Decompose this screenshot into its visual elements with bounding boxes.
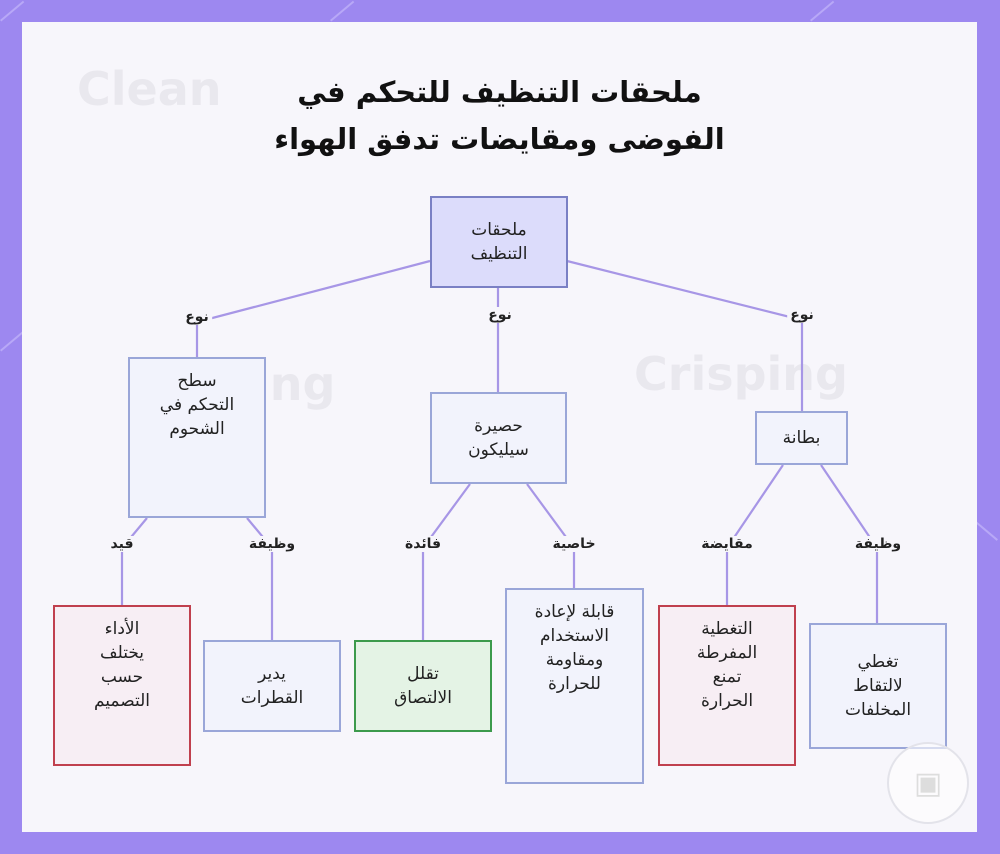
frame-decoration	[0, 330, 25, 352]
edge-label-type: نوع	[182, 309, 212, 325]
node-label: بطانة	[782, 428, 821, 448]
edge-label-type: نوع	[787, 307, 817, 323]
edge-liner-cover	[725, 464, 784, 605]
edge-label-limit: قيد	[107, 536, 137, 552]
edge-grease-perf	[120, 517, 148, 605]
node-liner: بطانة	[755, 411, 848, 465]
edge-label-benefit: فائدة	[401, 536, 445, 552]
edge-silicone-stick	[421, 483, 471, 640]
frame-decoration	[973, 520, 998, 541]
edge-root-liner	[566, 259, 804, 411]
diagram-title-line2: الفوضى ومقايضات تدفق الهواء	[274, 122, 725, 156]
watermark-clean: Clean	[77, 62, 222, 116]
edge-label-function: وظيفة	[851, 536, 905, 552]
watermark-ing: ing	[254, 357, 336, 411]
diagram-canvas: Clean ing Crisping ملحقات التنظيف للتحكم…	[22, 22, 977, 832]
frame-decoration	[330, 0, 355, 22]
edge-root-grease	[195, 259, 431, 358]
edge-label-property: خاصية	[549, 536, 599, 552]
frame-decoration	[810, 0, 835, 22]
edge-label-function: وظيفة	[245, 536, 299, 552]
edge-label-type: نوع	[485, 307, 515, 323]
watermark-crisping: Crisping	[634, 347, 848, 401]
logo-badge-icon: ▣	[887, 742, 969, 824]
diagram-title-line1: ملحقات التنظيف للتحكم في	[297, 75, 702, 109]
edge-label-tradeoff: مقايضة	[698, 536, 756, 552]
frame-decoration	[0, 0, 25, 22]
